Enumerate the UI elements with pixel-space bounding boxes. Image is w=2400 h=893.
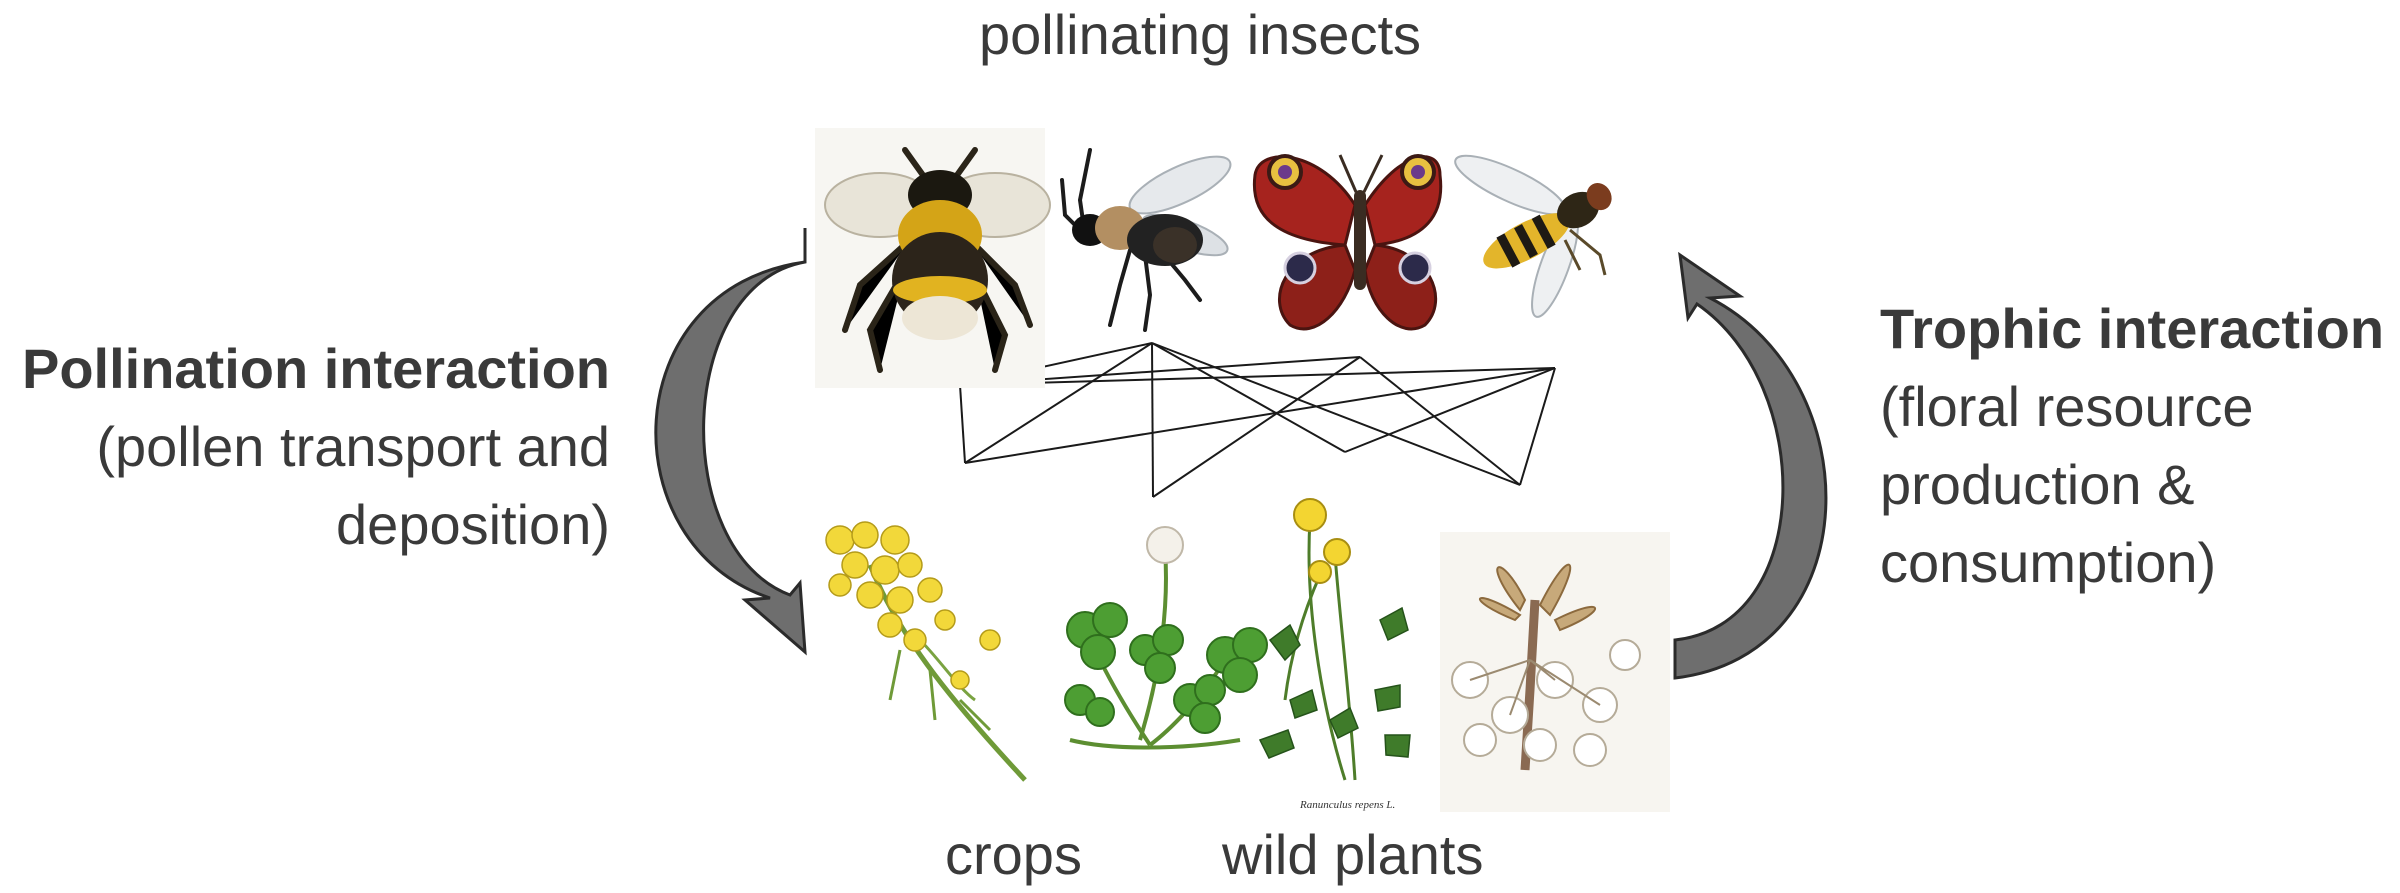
creeping-buttercup-illustration: Ranunculus repens L.	[1260, 499, 1410, 811]
cherry-blossom-illustration	[1440, 532, 1670, 812]
peacock-butterfly-illustration	[1254, 155, 1440, 329]
network-line	[1360, 357, 1520, 485]
hoverfly-illustration	[1449, 145, 1621, 321]
network-line	[1152, 343, 1153, 497]
trophic-arrow	[1675, 255, 1826, 678]
network-line	[1345, 368, 1555, 452]
bumblebee-illustration	[815, 128, 1050, 388]
network-line	[960, 385, 965, 463]
network-line	[1152, 343, 1520, 485]
interaction-network	[960, 343, 1555, 497]
oilseed-rape-illustration	[826, 522, 1025, 780]
pollination-arrow	[656, 228, 805, 652]
white-clover-illustration	[1065, 527, 1267, 748]
solitary-bee-illustration	[1062, 145, 1237, 330]
plant-caption: Ranunculus repens L.	[1299, 799, 1395, 811]
network-line	[1520, 368, 1555, 485]
